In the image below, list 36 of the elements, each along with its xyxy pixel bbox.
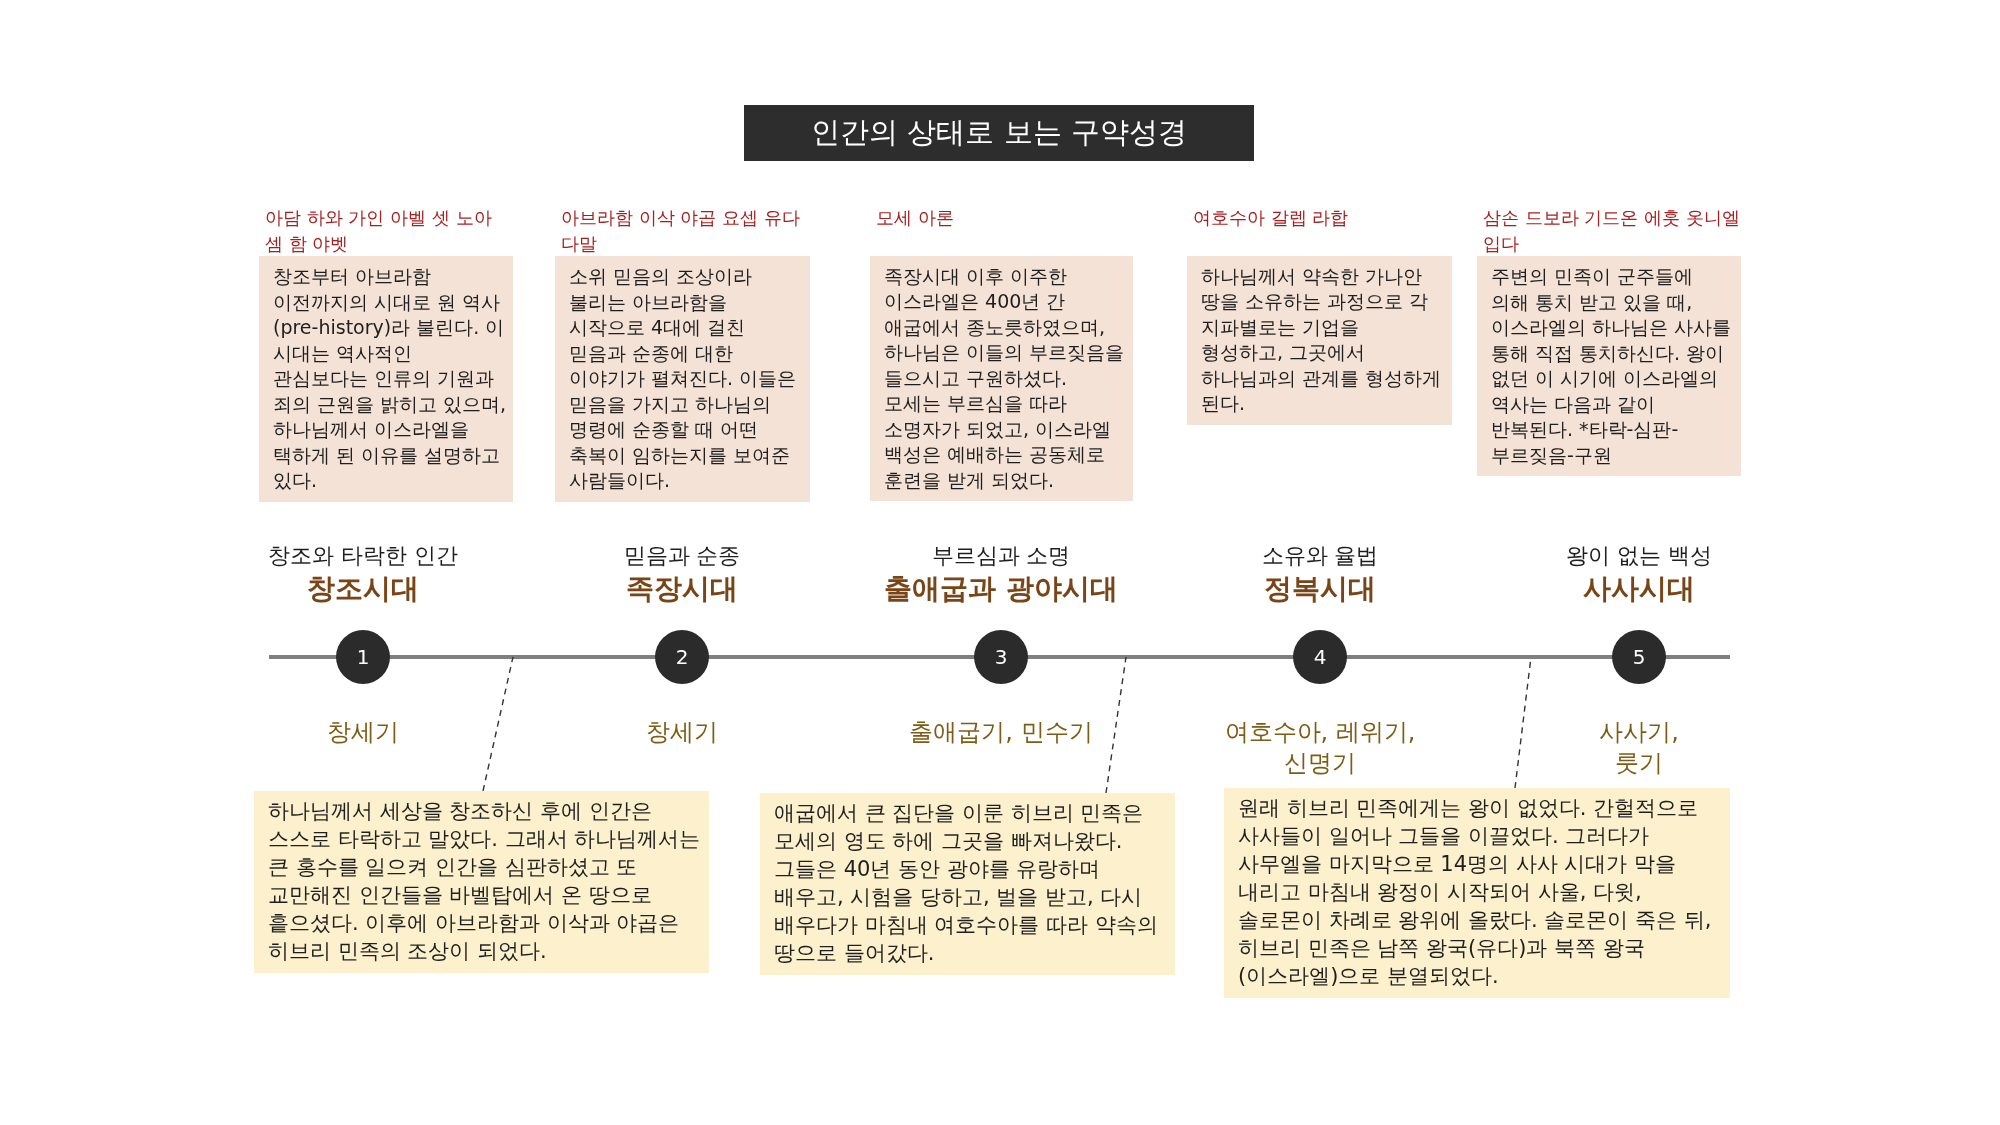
step-marker: 4	[1293, 630, 1347, 684]
step-marker: 5	[1612, 630, 1666, 684]
period-title: 사사시대	[1583, 571, 1695, 607]
period-title: 정복시대	[1264, 571, 1376, 607]
leader-line	[1105, 656, 1127, 794]
summary-text: 하나님께서 세상을 창조하신 후에 인간은 스스로 타락하고 말았다. 그래서 하나님께서는 큰 홍수를 일으켜 인간을 심판하셨고 또 교만해진 인간들을 바벨탑에서 온 땅으로 흩으셨다. 이후에 아브라함과 이삭과 야곱은 히브리 민족의 조상이 되었다.	[268, 798, 701, 965]
book-names: 창세기	[646, 717, 718, 748]
note-text: 주변의 민족이 군주들에 의해 통치 받고 있을 때, 이스라엘의 하나님은 사사를 통해 직접 통치하신다. 왕이 없던 이 시기에 이스라엘의 역사는 다음과 같이 반복된다. *타락-심판-부르짖음-구원	[1491, 264, 1733, 468]
step-marker: 1	[336, 630, 390, 684]
leader-line	[482, 656, 514, 792]
period-subtitle: 창조와 타락한 인간	[268, 542, 458, 570]
note-text: 창조부터 아브라함 이전까지의 시대로 원 역사(pre-history)라 불린다. 이 시대는 역사적인 관심보다는 인류의 기원과 죄의 근원을 밝히고 있으며, 하나님께서 이스라엘을 택하게 된 이유를 설명하고 있다.	[273, 264, 507, 493]
step-marker: 3	[974, 630, 1028, 684]
book-names: 출애굽기, 민수기	[909, 717, 1093, 748]
title-banner: 인간의 상태로 보는 구약성경	[744, 105, 1254, 161]
period-title: 출애굽과 광야시대	[884, 571, 1118, 607]
character-names: 아담 하와 가인 아벨 셋 노아 셈 함 야벳	[265, 206, 493, 256]
character-names: 삼손 드보라 기드온 에훗 옷니엘 입다	[1483, 206, 1741, 256]
character-names: 모세 아론	[876, 206, 954, 230]
summary-text: 원래 히브리 민족에게는 왕이 없었다. 간헐적으로 사사들이 일어나 그들을 이끌었다. 그러다가 사무엘을 마지막으로 14명의 사사 시대가 막을 내리고 마침내 왕정이 시작되어 사울, 다윗, 솔로몬이 차례로 왕위에 올랐다. 솔로몬이 죽은 뒤, 히브리 민족은 남쪽 왕국(유다)과 북쪽 왕국(이스라엘)으로 분열되었다.	[1238, 795, 1713, 990]
book-names: 여호수아, 레위기, 신명기	[1223, 717, 1417, 779]
book-names: 창세기	[327, 717, 399, 748]
summary-text: 애굽에서 큰 집단을 이룬 히브리 민족은 모세의 영도 하에 그곳을 빠져나왔다. 그들은 40년 동안 광야를 유랑하며 배우고, 시험을 당하고, 벌을 받고, 다시 배우다가 마침내 여호수아를 따라 약속의 땅으로 들어갔다.	[774, 800, 1159, 967]
character-names: 여호수아 갈렙 라합	[1193, 206, 1349, 230]
period-title: 족장시대	[626, 571, 738, 607]
note-text: 족장시대 이후 이주한 이스라엘은 400년 간 애굽에서 종노릇하였으며, 하나님은 이들의 부르짖음을 들으시고 구원하셨다. 모세는 부르심을 따라 소명자가 되었고, 이스라엘 백성은 예배하는 공동체로 훈련을 받게 되었다.	[884, 263, 1126, 493]
period-subtitle: 믿음과 순종	[623, 542, 741, 570]
note-text: 하나님께서 약속한 가나안 땅을 소유하는 과정으로 각 지파별로는 기업을 형성하고, 그곳에서 하나님과의 관계를 형성하게 된다.	[1201, 263, 1443, 416]
step-marker: 2	[655, 630, 709, 684]
book-names: 사사기, 룻기	[1598, 717, 1680, 779]
character-names: 아브라함 이삭 야곱 요셉 유다 다말	[561, 206, 801, 256]
period-subtitle: 왕이 없는 백성	[1566, 542, 1712, 570]
period-subtitle: 부르심과 소명	[931, 542, 1071, 570]
period-subtitle: 소유와 율법	[1261, 542, 1379, 570]
note-text: 소위 믿음의 조상이라 불리는 아브라함을 시작으로 4대에 걸친 믿음과 순종에 대한 이야기가 펼쳐진다. 이들은 믿음을 가지고 하나님의 명령에 순종할 때 어떤 축복이 임하는지를 보여준 사람들이다.	[569, 264, 798, 493]
period-title: 창조시대	[307, 571, 419, 607]
